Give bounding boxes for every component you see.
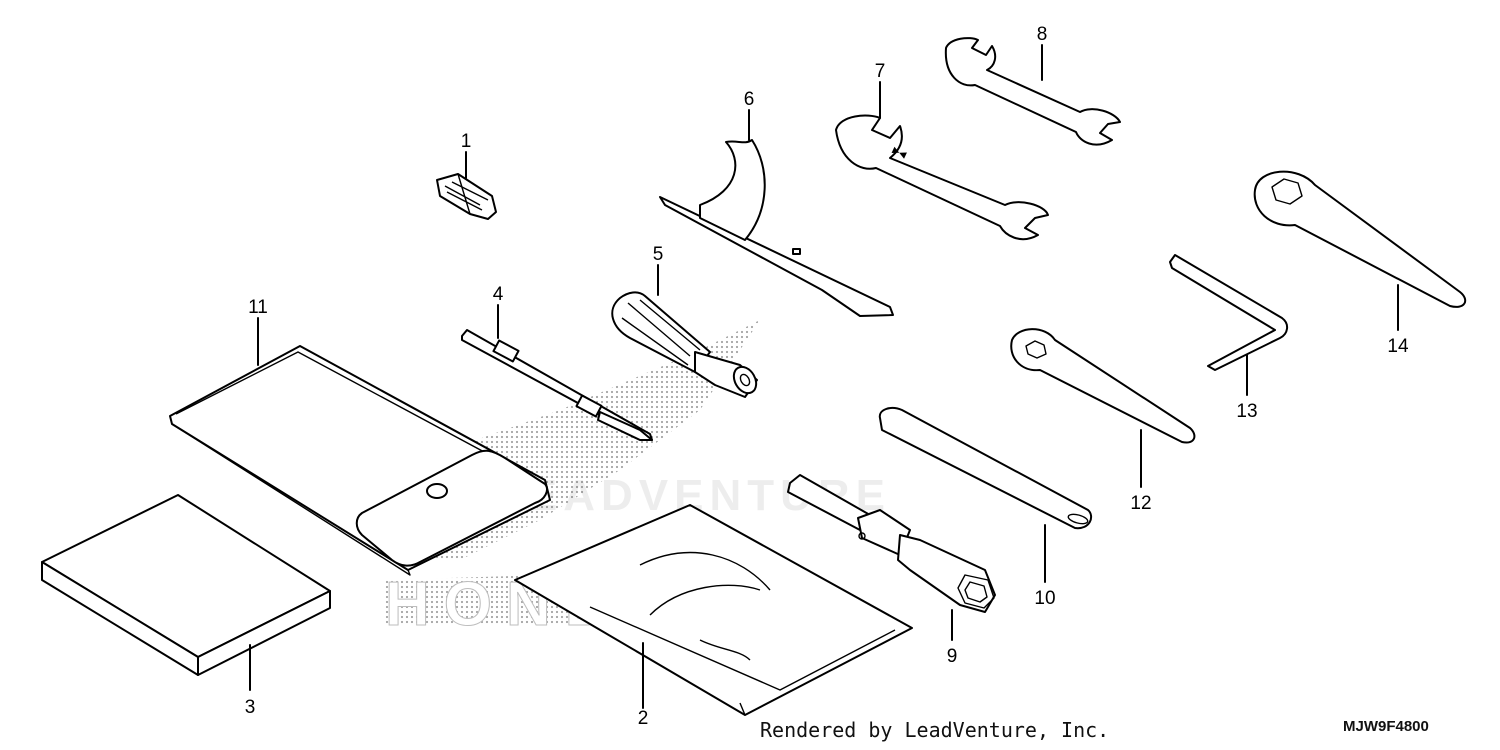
part-10-extension-bar[interactable] [878,407,1093,530]
leader-lines [249,44,1399,709]
part-4-screwdriver-bit[interactable] [461,329,653,441]
part-8-open-wrench[interactable] [944,37,1121,146]
part-1-clip[interactable] [436,173,497,220]
part-6-pin-spanner[interactable] [659,139,894,317]
part-12-box-wrench[interactable] [1010,328,1196,444]
callout-labels: 1 2 3 4 5 6 7 8 9 10 11 12 13 14 [245,24,1409,729]
callout-12[interactable]: 12 [1130,493,1151,514]
callout-14[interactable]: 14 [1387,336,1409,357]
callout-8[interactable]: 8 [1037,24,1048,45]
callout-5[interactable]: 5 [653,244,664,265]
callout-4[interactable]: 4 [493,284,504,305]
callout-6[interactable]: 6 [744,89,755,110]
callout-7[interactable]: 7 [875,61,886,82]
part-3-owners-manual[interactable] [41,494,331,676]
callout-2[interactable]: 2 [638,708,649,729]
wrench-7-marking-icon: ▶◀ [891,145,908,160]
callout-1[interactable]: 1 [461,131,472,152]
render-credit: Rendered by LeadVenture, Inc. [760,718,1110,742]
callout-3[interactable]: 3 [245,697,256,718]
part-2-tool-bag[interactable] [514,504,913,716]
part-11-tool-pouch[interactable] [169,345,551,576]
callout-13[interactable]: 13 [1236,401,1257,422]
callout-11[interactable]: 11 [248,297,268,318]
callout-9[interactable]: 9 [947,646,958,667]
part-9-spark-plug-wrench[interactable] [787,474,996,613]
part-13-hex-key[interactable] [1169,254,1288,371]
part-7-open-wrench[interactable]: ▶◀ [835,114,1049,241]
part-5-screwdriver-handle[interactable] [611,291,760,398]
diagram-code: MJW9F4800 [1343,718,1429,735]
callout-10[interactable]: 10 [1034,588,1055,609]
part-14-box-wrench[interactable] [1253,170,1467,308]
